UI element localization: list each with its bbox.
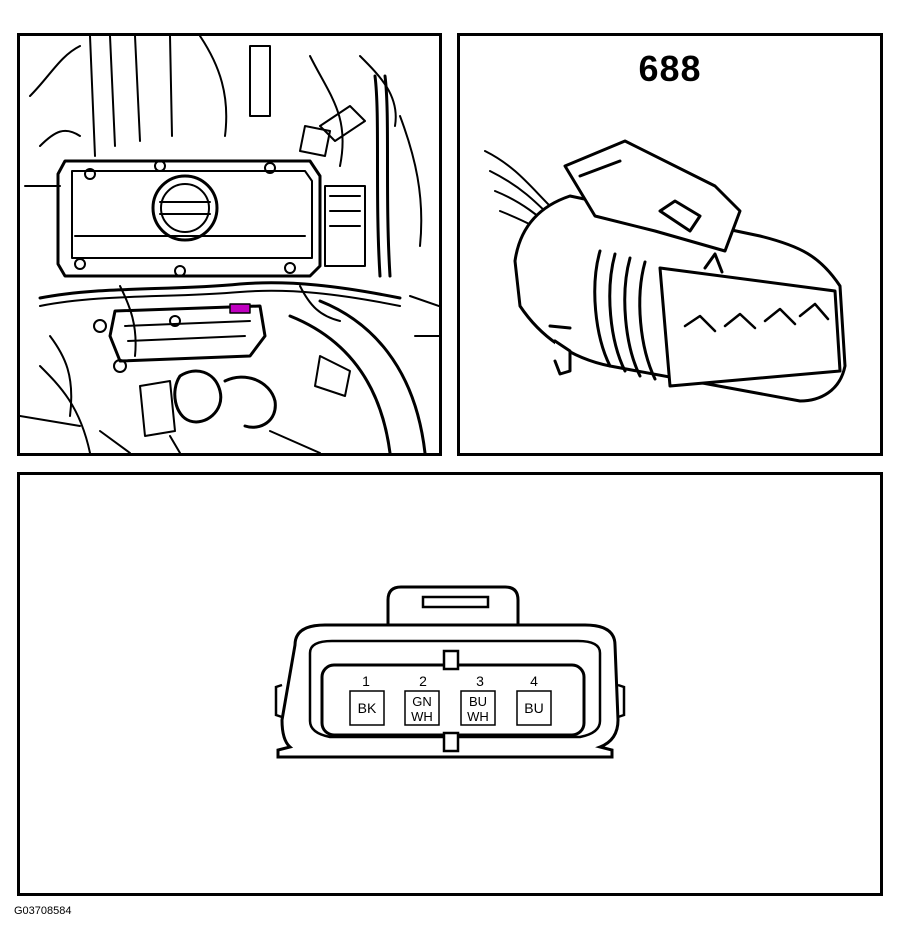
- pin-3-wire-color-primary: BU: [469, 694, 487, 709]
- connector-pinout-panel: 1 BK 2 GN WH 3 BU WH 4 BU: [17, 472, 883, 896]
- figure-id: G03708584: [14, 905, 72, 917]
- pin-3-wire-color-stripe: WH: [467, 709, 489, 724]
- connector-illustration: [484, 139, 847, 403]
- pin-2-number: 2: [419, 673, 427, 689]
- connector-face-diagram: 1 BK 2 GN WH 3 BU WH 4 BU: [274, 585, 626, 759]
- pin-2-wire-color-primary: GN: [412, 694, 432, 709]
- pin-4-number: 4: [530, 673, 538, 689]
- pin-1-number: 1: [362, 673, 370, 689]
- pin-1: 1 BK: [349, 673, 385, 726]
- pin-1-wire-color: BK: [358, 700, 377, 716]
- pin-3: 3 BU WH: [460, 673, 496, 726]
- sensor-location-marker: [229, 303, 251, 314]
- pin-4: 4 BU: [516, 673, 552, 726]
- pin-2: 2 GN WH: [404, 673, 440, 726]
- pin-4-wire-color: BU: [524, 700, 543, 716]
- connector-number: 688: [638, 48, 702, 89]
- pin-3-number: 3: [476, 673, 484, 689]
- pin-2-wire-color-stripe: WH: [411, 709, 433, 724]
- engine-location-panel: [17, 33, 442, 456]
- engine-bay-illustration: [20, 36, 439, 453]
- connector-view-panel: 688: [457, 33, 883, 456]
